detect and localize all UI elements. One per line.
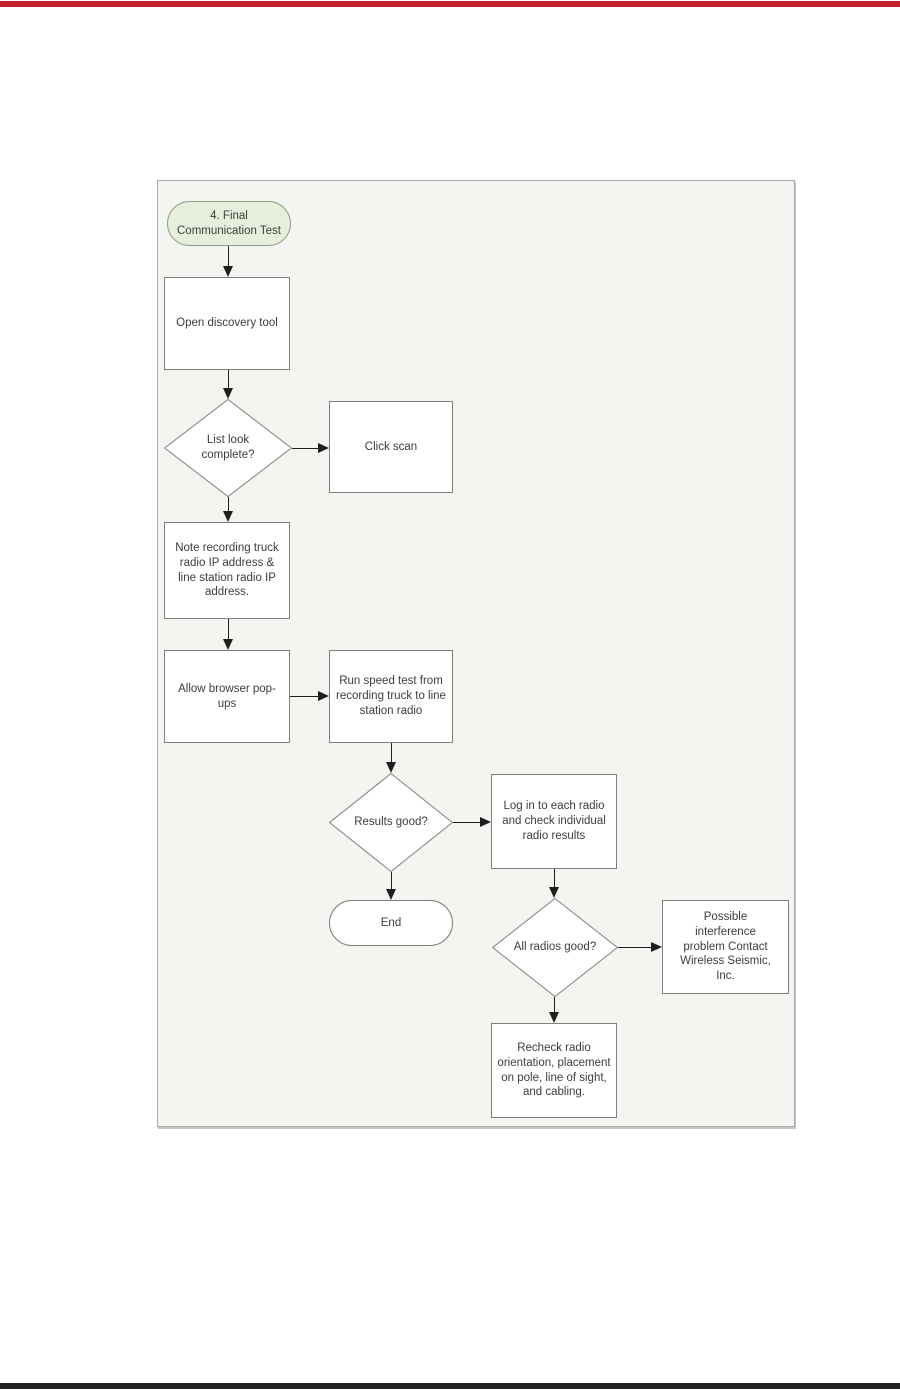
arrowhead-down-icon [386, 762, 396, 773]
connector-run-to-results [391, 743, 392, 763]
diamond-shape [164, 399, 292, 497]
arrowhead-down-icon [223, 639, 233, 650]
node-open-discovery-tool: Open discovery tool [164, 277, 290, 370]
diamond-shape [329, 773, 453, 872]
arrowhead-right-icon [318, 691, 329, 701]
connector-start-to-open [228, 246, 229, 267]
arrowhead-down-icon [223, 388, 233, 399]
connector-allradios-to-interference [618, 947, 652, 948]
diamond-shape [492, 898, 618, 997]
arrowhead-right-icon [480, 817, 491, 827]
node-label: Results good? [354, 816, 428, 829]
arrowhead-down-icon [549, 887, 559, 898]
connector-results-to-login [453, 822, 481, 823]
node-possible-interference: Possible interference problem Contact Wi… [662, 900, 789, 994]
arrowhead-down-icon [223, 511, 233, 522]
arrowhead-down-icon [549, 1012, 559, 1023]
connector-results-to-end [391, 872, 392, 890]
arrowhead-down-icon [223, 266, 233, 277]
arrowhead-right-icon [651, 942, 662, 952]
node-recheck-radio: Recheck radio orientation, placement on … [491, 1023, 617, 1118]
node-label: End [380, 916, 402, 929]
node-note-ip-addresses: Note recording truck radio IP address & … [164, 522, 290, 619]
node-label: All radios good? [513, 941, 597, 954]
node-allow-browser-popups: Allow browser pop-ups [164, 650, 290, 743]
node-label: Possible interference problem Contact Wi… [680, 910, 771, 983]
node-end: End [329, 900, 453, 946]
flowchart-canvas: 4. Final Communication Test Open discove… [157, 180, 795, 1127]
connector-allow-to-run [290, 696, 319, 697]
connector-allradios-to-recheck [554, 997, 555, 1013]
node-label: Allow browser pop-ups [178, 682, 276, 710]
node-label: List look complete? [201, 434, 255, 461]
node-all-radios-good: All radios good? [492, 898, 618, 997]
node-login-each-radio: Log in to each radio and check individua… [491, 774, 617, 869]
bottom-rule [0, 1383, 900, 1389]
node-label: Click scan [364, 440, 418, 453]
connector-login-to-allradios [554, 869, 555, 888]
node-label: 4. Final Communication Test [177, 209, 281, 237]
node-label: Open discovery tool [176, 317, 278, 330]
arrowhead-right-icon [318, 443, 329, 453]
arrowhead-down-icon [386, 889, 396, 900]
top-rule [0, 1, 900, 7]
connector-open-to-list [228, 370, 229, 389]
node-start-final-communication-test: 4. Final Communication Test [167, 201, 291, 246]
node-run-speed-test: Run speed test from recording truck to l… [329, 650, 453, 743]
connector-note-to-allow [228, 619, 229, 640]
node-results-good: Results good? [329, 773, 453, 872]
node-click-scan: Click scan [329, 401, 453, 493]
node-label: Recheck radio orientation, placement on … [497, 1041, 611, 1099]
connector-list-to-scan [292, 448, 319, 449]
node-list-look-complete: List look complete? [164, 399, 292, 497]
node-label: Note recording truck radio IP address & … [175, 541, 279, 599]
node-label: Run speed test from recording truck to l… [336, 675, 446, 717]
connector-list-to-note [228, 497, 229, 512]
node-label: Log in to each radio and check individua… [502, 800, 606, 842]
